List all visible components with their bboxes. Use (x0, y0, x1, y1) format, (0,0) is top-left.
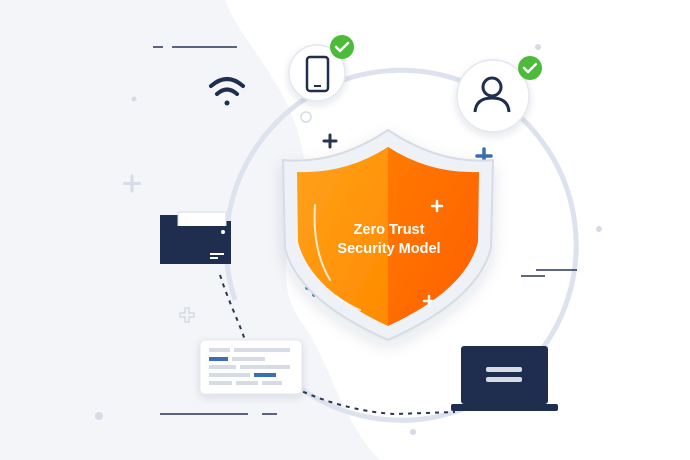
check-icon (330, 35, 354, 59)
shield-title-line1: Zero Trust (354, 222, 425, 238)
decorative-lines (153, 46, 577, 415)
laptop-icon (451, 346, 558, 411)
connection-ring (219, 67, 579, 423)
smartphone-icon (305, 55, 330, 93)
check-icon (518, 56, 542, 80)
user-node (456, 56, 542, 133)
plus-icon (322, 133, 338, 149)
user-icon (473, 76, 511, 113)
folder-icon (160, 211, 231, 264)
plus-icon (123, 174, 141, 193)
shield-title-line2: Security Model (337, 241, 440, 257)
plus-icon (179, 307, 195, 323)
decorative-dots (95, 44, 602, 435)
shield-icon: Zero Trust Security Model (281, 128, 495, 342)
document-icon (199, 339, 303, 395)
smartphone-node (288, 35, 354, 102)
wifi-icon (209, 77, 245, 106)
